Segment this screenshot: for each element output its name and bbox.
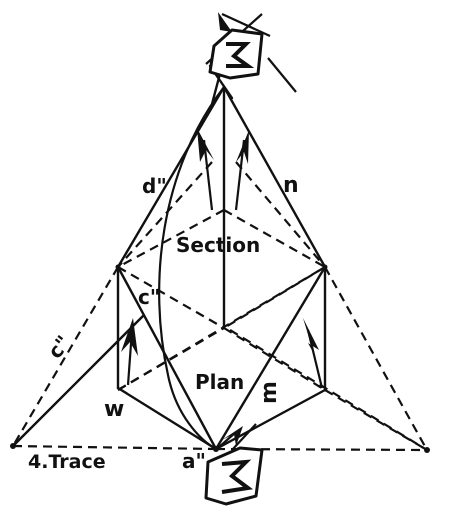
trace-left-solid (11, 314, 145, 448)
dash-outer-left (12, 266, 119, 447)
label-section: Section (176, 233, 260, 257)
label-n: n (283, 173, 299, 198)
label-c2-outer: c" (43, 331, 76, 363)
w-line (116, 386, 218, 451)
dash-base-left (12, 444, 217, 451)
label-m: m (257, 381, 282, 404)
dash-upper-left (117, 209, 225, 268)
dash-upper-right (223, 209, 326, 268)
dashed-lines (12, 161, 428, 452)
construction-arc (158, 86, 225, 450)
label-plan: Plan (195, 370, 244, 394)
bottom-sigma-icon (204, 423, 264, 506)
arrow-bottom (217, 426, 243, 449)
left-outer-edge (116, 85, 226, 269)
arrow-right (303, 318, 324, 389)
dash-mid-right-diag (229, 329, 428, 451)
top-sigma-icon (205, 12, 297, 93)
right-outer-edge (222, 85, 327, 269)
m-line (214, 388, 327, 451)
label-trace: 4.Trace (28, 451, 106, 473)
dash-plan-cross (117, 266, 326, 391)
dash-inner-left (117, 161, 213, 268)
label-d2: d" (142, 174, 167, 198)
arrow-top-left (197, 128, 214, 211)
label-c2-inner: c" (138, 285, 160, 309)
vertex-points (10, 264, 430, 453)
right-lower-edge (214, 265, 327, 451)
dash-plan-right (223, 327, 326, 391)
dash-lower-left (117, 266, 225, 329)
label-a2: a" (182, 449, 206, 473)
dash-inner-right (235, 161, 326, 268)
arrow-top-right (234, 130, 249, 211)
arrow-left (121, 318, 138, 386)
left-lower-edge (116, 265, 218, 451)
label-w: w (104, 397, 124, 422)
dash-outer-right (324, 266, 428, 451)
